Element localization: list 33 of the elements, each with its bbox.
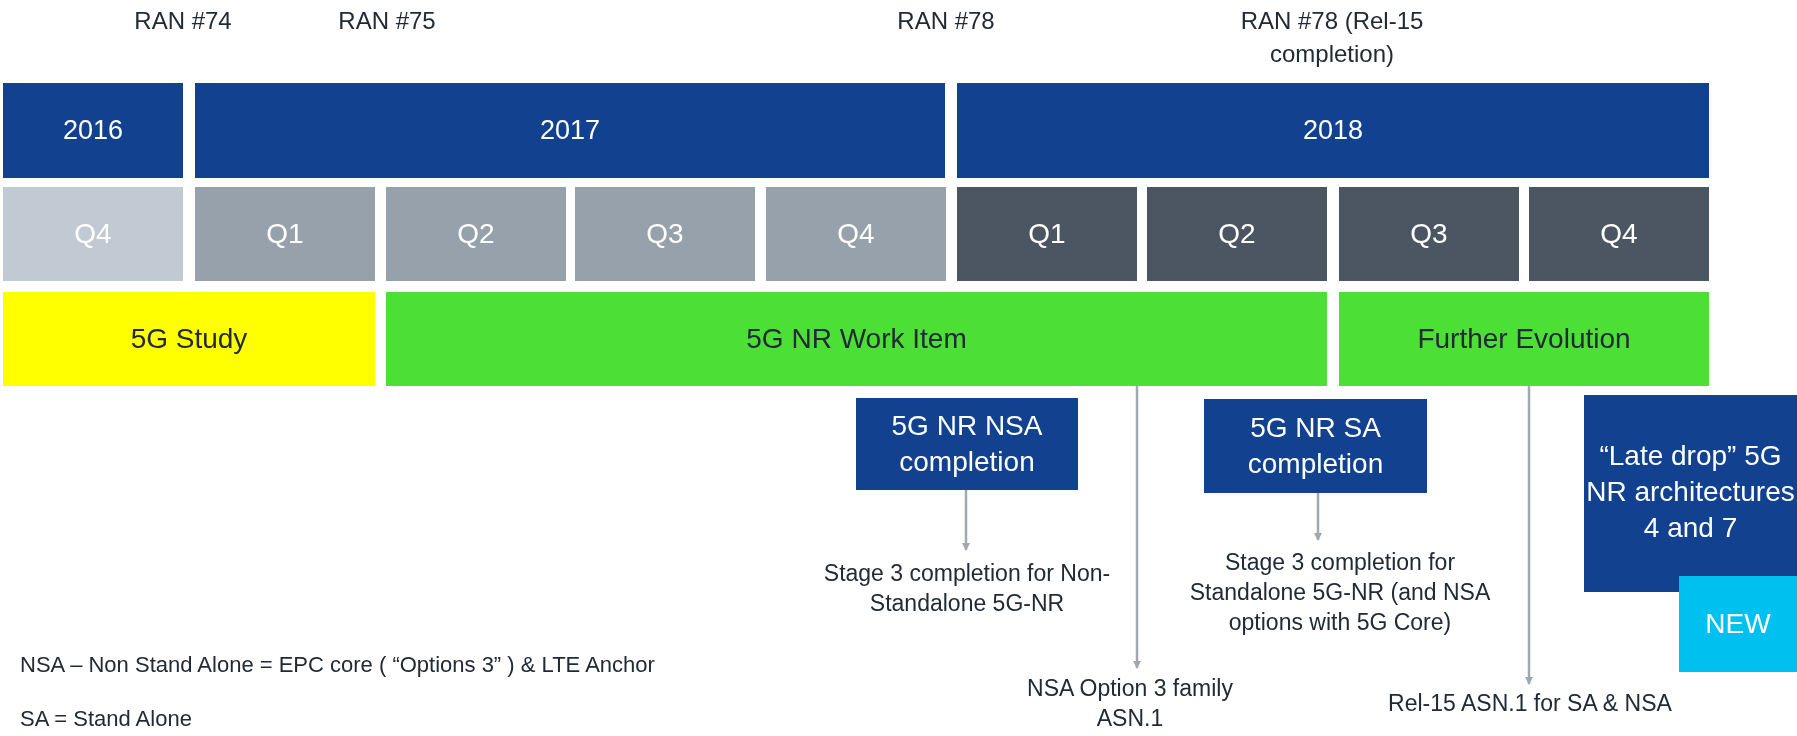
year-bar: 2018 [957, 83, 1709, 178]
meeting-label: RAN #78 (Rel-15 completion) [1239, 6, 1425, 69]
quarter-box: Q4 [766, 187, 946, 281]
milestone-note: Rel-15 ASN.1 for SA & NSA [1388, 689, 1672, 718]
milestone-note: Stage 3 completion for Non-Standalone 5G-NR [822, 559, 1112, 618]
milestone-note: NSA Option 3 family ASN.1 [1026, 674, 1234, 733]
quarter-box: Q2 [1147, 187, 1327, 281]
arrow [962, 490, 970, 551]
quarter-box: Q3 [1339, 187, 1519, 281]
arrow [1525, 386, 1533, 685]
quarter-box: Q2 [386, 187, 566, 281]
milestone-note: Stage 3 completion for Standalone 5G-NR (and NSA options with 5G Core) [1188, 548, 1492, 637]
phase-bar: 5G NR Work Item [386, 292, 1327, 386]
meeting-label: RAN #74 [133, 6, 233, 36]
footnote: SA = Stand Alone [20, 705, 193, 732]
phase-bar: 5G Study [3, 292, 375, 386]
meeting-label: RAN #78 [896, 6, 996, 36]
footnote: NSA – Non Stand Alone = EPC core ( “Options 3” ) & LTE Anchor [20, 651, 656, 678]
milestone-box: 5G NR SA completion [1204, 399, 1427, 493]
quarter-box: Q4 [3, 187, 183, 281]
phase-bar: Further Evolution [1339, 292, 1709, 386]
quarter-box: Q4 [1529, 187, 1709, 281]
meeting-label: RAN #75 [337, 6, 437, 36]
year-bar: 2016 [3, 83, 183, 178]
quarter-box: Q1 [195, 187, 375, 281]
milestone-box: “Late drop” 5G NR architectures 4 and 7 [1584, 395, 1797, 592]
milestone-box: 5G NR NSA completion [856, 398, 1078, 490]
year-bar: 2017 [195, 83, 945, 178]
arrow [1314, 493, 1322, 541]
arrow [1133, 386, 1141, 669]
quarter-box: Q1 [957, 187, 1137, 281]
quarter-box: Q3 [575, 187, 755, 281]
new-badge: NEW [1679, 576, 1797, 672]
